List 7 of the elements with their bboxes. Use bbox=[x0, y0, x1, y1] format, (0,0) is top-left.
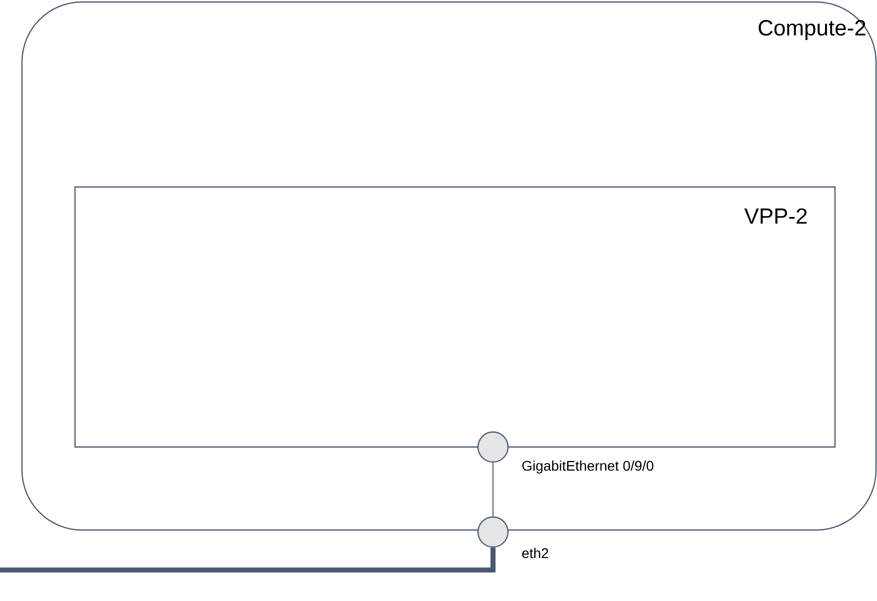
rectangle-box: VPP-2 bbox=[74, 186, 836, 448]
port-label: eth2 bbox=[522, 548, 548, 558]
cable-line bbox=[0, 548, 496, 573]
link-line bbox=[492, 462, 494, 517]
port-label: GigabitEthernet 0/9/0 bbox=[522, 460, 654, 474]
port-circle bbox=[477, 431, 509, 463]
port-circle bbox=[477, 516, 509, 548]
